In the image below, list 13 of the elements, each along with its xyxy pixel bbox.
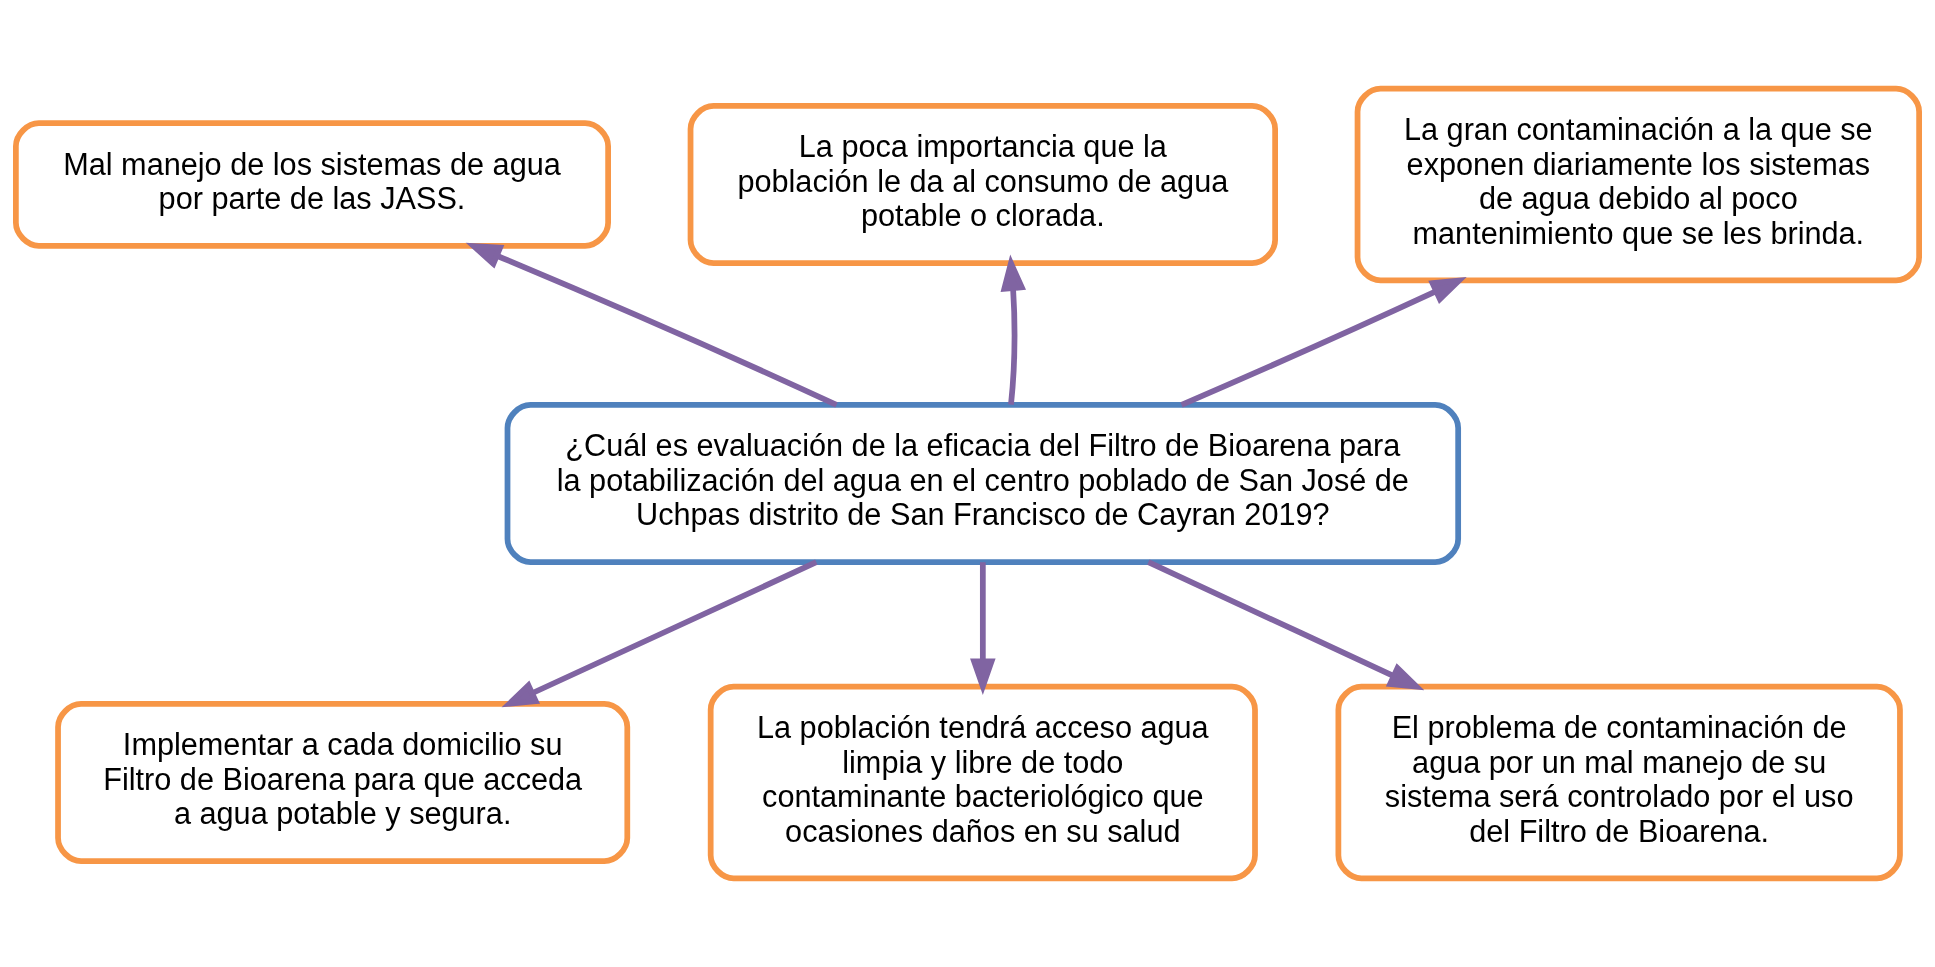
arrow [1147,559,1425,691]
arrow [501,559,818,708]
node-box: Implementar a cada domicilio su Filtro de Bioarena para que acceda a agua potable y segura. [55,701,631,864]
arrow [1000,254,1026,405]
node-box: La población tendrá acceso agua limpia y libre de todo contaminante bacteriológico que ocasiones daños en su salud [707,683,1258,882]
node-box: La gran contaminación a la que se exponen diariamente los sistemas de agua debido al poco mantenimiento que se les brinda. [1354,85,1922,284]
node-box: ¿Cuál es evaluación de la eficacia del Filtro de Bioarena para la potabilización del agua en el centro poblado de San José de Uchpas distrito de San Francisco de Cayran 2019? [504,402,1462,565]
arrow [465,242,838,408]
node-box: La poca importancia que la población le da al consumo de agua potable o clorada. [687,103,1278,266]
node-box: Mal manejo de los sistemas de agua por parte de las JASS. [13,120,611,249]
arrow [1180,276,1467,408]
arrow [970,562,996,695]
node-box: El problema de contaminación de agua por un mal manejo de su sistema será controlado por el uso del Filtro de Bioarena. [1335,683,1903,882]
